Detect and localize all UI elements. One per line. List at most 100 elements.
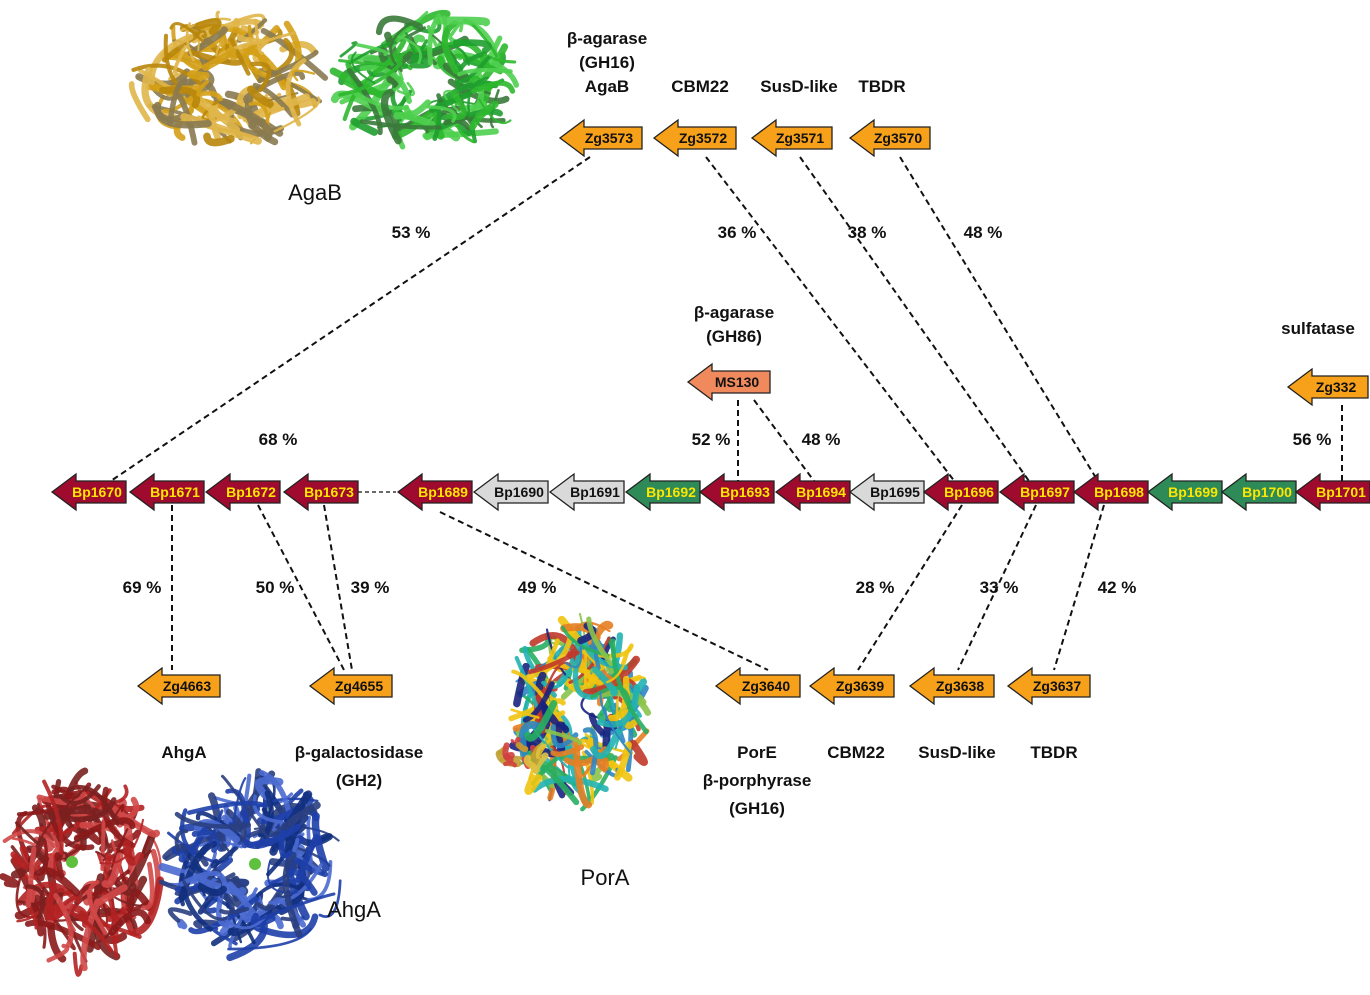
gene-zg4663: Zg4663 xyxy=(136,666,221,706)
ribbon-segment xyxy=(172,45,188,76)
ribbon-segment xyxy=(2,829,57,848)
ribbon-segment xyxy=(46,943,70,963)
gene-bp1670: Bp1670 xyxy=(50,472,127,512)
ribbon-segment xyxy=(405,32,424,65)
annotation-zg4663: AhgA xyxy=(161,743,206,762)
ribbon-segment xyxy=(532,752,549,774)
gene-arrow-shape xyxy=(396,472,473,512)
ribbon-segment xyxy=(187,26,228,57)
ribbon-segment xyxy=(564,666,602,694)
ribbon-segment xyxy=(178,870,228,888)
gene-arrow-shape xyxy=(714,666,801,706)
gene-bp1700: Bp1700 xyxy=(1220,472,1297,512)
ribbon-segment xyxy=(540,764,580,806)
ribbon-segment xyxy=(38,787,86,847)
gene-label: Bp1693 xyxy=(720,484,770,500)
gene-arrow-shape xyxy=(128,472,205,512)
gene-zg3571: Zg3571 xyxy=(750,118,833,158)
ribbon-segment xyxy=(511,669,564,724)
ribbon-segment xyxy=(14,821,40,846)
ribbon-segment xyxy=(16,881,76,906)
annotation-zg3638: SusD-like xyxy=(918,743,995,762)
ribbon-segment xyxy=(252,794,284,824)
ribbon-segment xyxy=(433,16,490,27)
ribbon-segment xyxy=(92,869,131,897)
gene-bp1672: Bp1672 xyxy=(204,472,281,512)
ribbon-segment xyxy=(523,754,537,771)
ribbon-segment xyxy=(227,928,312,951)
ribbon-segment xyxy=(187,70,210,81)
ribbon-segment xyxy=(350,117,379,136)
gene-label: Bp1696 xyxy=(944,484,994,500)
gene-zg332: Zg332 xyxy=(1286,367,1369,407)
ribbon-segment xyxy=(478,98,512,125)
identity-zg3573-bp1670: 53 % xyxy=(95,156,591,492)
gene-bp1671: Bp1671 xyxy=(128,472,205,512)
ribbon-segment xyxy=(180,808,199,859)
ribbon-segment xyxy=(606,646,631,684)
identity-zg3570-bp1698: 48 % xyxy=(899,156,1105,492)
annotation-zg3640: β-porphyrase xyxy=(703,771,812,790)
ribbon-segment xyxy=(443,118,471,131)
gene-arrow-shape xyxy=(1286,367,1369,407)
gene-label: Zg3573 xyxy=(585,130,633,146)
identity-value: 56 % xyxy=(1293,430,1332,449)
gene-label: Bp1699 xyxy=(1168,484,1218,500)
ribbon-segment xyxy=(329,67,384,98)
ribbon-segment xyxy=(174,829,189,853)
gene-bp1692: Bp1692 xyxy=(624,472,701,512)
annotation-zg3640: (GH16) xyxy=(729,799,785,818)
gene-zg3639: Zg3639 xyxy=(808,666,895,706)
ribbon-segment xyxy=(25,884,46,920)
ribbon-segment xyxy=(524,774,543,795)
ribbon-segment xyxy=(346,68,383,136)
ribbon-segment xyxy=(541,667,573,689)
ribbon-segment xyxy=(467,76,489,118)
gene-label: Zg3640 xyxy=(742,678,790,694)
identity-line xyxy=(857,504,963,671)
ribbon-segment xyxy=(250,61,272,93)
ribbon-segment xyxy=(167,907,193,923)
identity-line xyxy=(799,156,1037,492)
identity-bp1672-zg4655: 50 % xyxy=(256,504,345,671)
ribbon-segment xyxy=(446,90,467,120)
ribbon-segment xyxy=(177,918,188,930)
gene-bp1673: Bp1673 xyxy=(282,472,359,512)
gene-label: Bp1673 xyxy=(304,484,354,500)
gene-zg3638: Zg3638 xyxy=(908,666,995,706)
ribbon-segment xyxy=(182,880,228,921)
ribbon-segment xyxy=(442,62,470,83)
gene-label: Bp1670 xyxy=(72,484,122,500)
identity-value: 33 % xyxy=(980,578,1019,597)
structure-label-agab: AgaB xyxy=(288,180,342,205)
gene-arrow-shape xyxy=(1006,666,1091,706)
gene-arrow-shape xyxy=(548,472,625,512)
ribbon-segment xyxy=(483,53,517,64)
gene-label: Bp1695 xyxy=(870,484,920,500)
ribbon-segment xyxy=(287,868,318,896)
ribbon-segment xyxy=(610,638,649,735)
ribbon-segment xyxy=(180,113,262,145)
gene-arrow-shape xyxy=(698,472,775,512)
ribbon-segment xyxy=(284,813,309,857)
annotation-zg3637: TBDR xyxy=(1030,743,1077,762)
identity-links: 53 %36 %38 %48 %52 %48 %56 %68 %69 %50 %… xyxy=(95,156,1343,671)
ribbon-segment xyxy=(42,779,64,856)
ribbon-segment xyxy=(159,86,201,109)
gene-label: Bp1691 xyxy=(570,484,620,500)
ribbon-segment xyxy=(94,884,128,907)
ribbon-segment xyxy=(560,676,585,700)
gene-bp1695: Bp1695 xyxy=(848,472,925,512)
ribbon-segment xyxy=(25,846,37,908)
ribbon-segment xyxy=(44,888,64,921)
identity-value: 50 % xyxy=(256,578,295,597)
ribbon-segment xyxy=(10,845,31,870)
ribbon-segment xyxy=(174,885,199,893)
ribbon-segment xyxy=(502,742,514,763)
ribbon-segment xyxy=(513,662,530,708)
ribbon-segment xyxy=(629,739,648,767)
gene-label: Zg3638 xyxy=(936,678,984,694)
